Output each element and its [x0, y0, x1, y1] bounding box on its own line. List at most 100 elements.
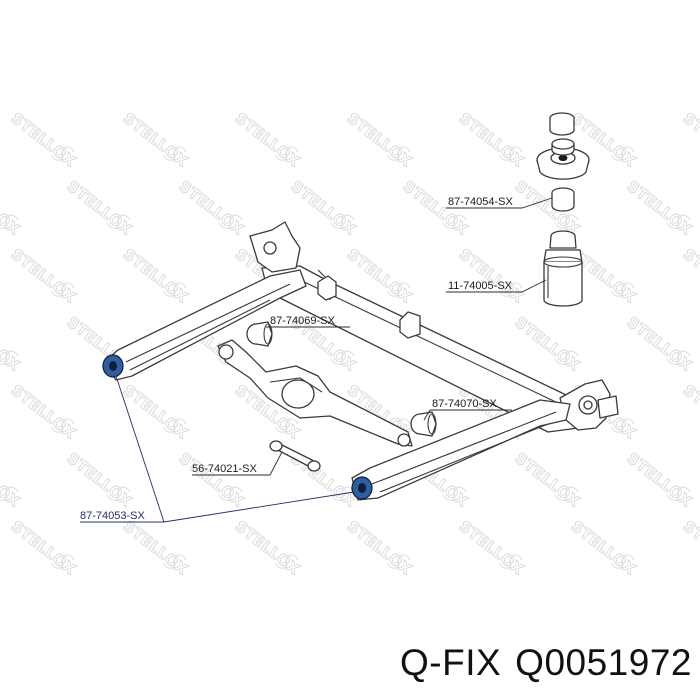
watermark-text: STELLOX	[456, 517, 528, 579]
watermark-tile: STELLOX	[623, 313, 696, 376]
part-number: Q0051972	[515, 642, 692, 683]
watermark-text: STELLOX	[344, 109, 416, 171]
watermark-tile: STELLOX	[119, 245, 192, 308]
watermark-tile: STELLOX	[119, 381, 192, 444]
watermark-logo-mark	[498, 554, 523, 569]
watermark-logo-mark	[106, 214, 131, 229]
watermark-tile: STELLOX	[679, 109, 700, 172]
watermark-logo-mark	[554, 486, 579, 501]
strut-mount	[536, 112, 590, 212]
watermark-tile: STELLOX	[511, 313, 584, 376]
watermark-logo-mark	[162, 146, 187, 161]
axle-beam	[249, 221, 619, 433]
watermark-logo-mark	[274, 554, 299, 569]
watermark-tile: STELLOX	[343, 109, 416, 172]
bushing-87-74069	[246, 321, 273, 347]
watermark-tile: STELLOX	[7, 245, 80, 308]
bushing-87-74070	[410, 411, 437, 437]
watermark-logo-mark	[162, 418, 187, 433]
watermark-text: STELLOX	[344, 517, 416, 579]
bushing-87-74053-left	[102, 354, 124, 378]
watermark-text: STELLOX	[624, 449, 696, 511]
watermark-tile: STELLOX	[7, 381, 80, 444]
watermark-tile: STELLOX	[231, 109, 304, 172]
watermark-text: STELLOX	[176, 177, 248, 239]
stabilizer-link	[269, 440, 321, 472]
watermark-text: STELLOX	[8, 245, 80, 307]
watermark-logo-mark	[106, 486, 131, 501]
watermark-tile: STELLOX	[7, 109, 80, 172]
watermark-logo-mark	[330, 350, 355, 365]
part-label-87-74054: 87-74054-SX	[448, 196, 513, 208]
watermark-logo-mark	[162, 282, 187, 297]
watermark-logo-mark	[610, 554, 635, 569]
watermark-logo-mark	[50, 282, 75, 297]
watermark-logo-mark	[498, 282, 523, 297]
watermark-text: STELLOX	[680, 109, 700, 171]
watermark-text: STELLOX	[8, 381, 80, 443]
watermark-logo-mark	[0, 350, 19, 365]
watermark-tile: STELLOX	[455, 245, 528, 308]
watermark-text: STELLOX	[120, 517, 192, 579]
part-label-11-74005: 11-74005-SX	[448, 280, 513, 292]
watermark-text: STELLOX	[680, 517, 700, 579]
watermark-text: STELLOX	[0, 449, 23, 511]
watermark-logo-mark	[442, 486, 467, 501]
part-label-87-74053: 87-74053-SX	[80, 510, 145, 522]
watermark-text: STELLOX	[0, 313, 23, 375]
watermark-text: STELLOX	[0, 177, 23, 239]
leader-lines	[80, 197, 553, 523]
watermark-text: STELLOX	[64, 177, 136, 239]
watermark-logo-mark	[386, 282, 411, 297]
watermark-tile: STELLOX	[679, 245, 700, 308]
watermark-tile: STELLOX	[287, 177, 360, 240]
watermark-logo-mark	[610, 282, 635, 297]
watermark-text: STELLOX	[624, 313, 696, 375]
watermark-text: STELLOX	[512, 449, 584, 511]
watermark-logo-mark	[50, 554, 75, 569]
watermark-logo-mark	[610, 146, 635, 161]
part-label-56-74021: 56-74021-SX	[192, 463, 257, 475]
watermark-logo-mark	[554, 350, 579, 365]
watermark-logo-mark	[554, 214, 579, 229]
watermark-text: STELLOX	[288, 177, 360, 239]
watermark-tile: STELLOX	[0, 177, 24, 239]
watermark-text: STELLOX	[232, 109, 304, 171]
watermark-tile: STELLOX	[7, 517, 80, 580]
watermark-logo-mark	[162, 554, 187, 569]
watermark-text: STELLOX	[64, 449, 136, 511]
watermark-tile: STELLOX	[119, 517, 192, 580]
watermark-logo-mark	[50, 418, 75, 433]
brand-name: Q-FIX	[400, 642, 502, 683]
watermark-text: STELLOX	[680, 245, 700, 307]
watermark-text: STELLOX	[680, 381, 700, 443]
watermark-tile: STELLOX	[343, 517, 416, 580]
watermark-tile: STELLOX	[0, 449, 24, 511]
watermark-tile: STELLOX	[231, 517, 304, 580]
watermark-logo-mark	[666, 214, 691, 229]
watermark-tile: STELLOX	[679, 381, 700, 444]
watermark-logo-mark	[610, 418, 635, 433]
lower-right-arm	[351, 399, 571, 501]
watermark-logo-mark	[274, 418, 299, 433]
watermark-tile: STELLOX	[0, 313, 24, 375]
watermark-logo-mark	[0, 214, 19, 229]
watermark-tile: STELLOX	[511, 449, 584, 512]
watermark-logo-mark	[50, 146, 75, 161]
watermark-text: STELLOX	[624, 177, 696, 239]
watermark-tile: STELLOX	[623, 449, 696, 512]
watermark-text: STELLOX	[120, 381, 192, 443]
watermark-tile: STELLOX	[175, 449, 248, 512]
watermark-text: STELLOX	[8, 517, 80, 579]
watermark-text: STELLOX	[568, 517, 640, 579]
watermark-text: STELLOX	[512, 313, 584, 375]
watermark-tile: STELLOX	[679, 517, 700, 580]
watermark-tile: STELLOX	[63, 449, 136, 512]
watermark-tile: STELLOX	[119, 109, 192, 172]
watermark-text: STELLOX	[120, 245, 192, 307]
watermark-logo-mark	[666, 350, 691, 365]
watermark-tile: STELLOX	[567, 517, 640, 580]
watermark-logo-mark	[218, 486, 243, 501]
